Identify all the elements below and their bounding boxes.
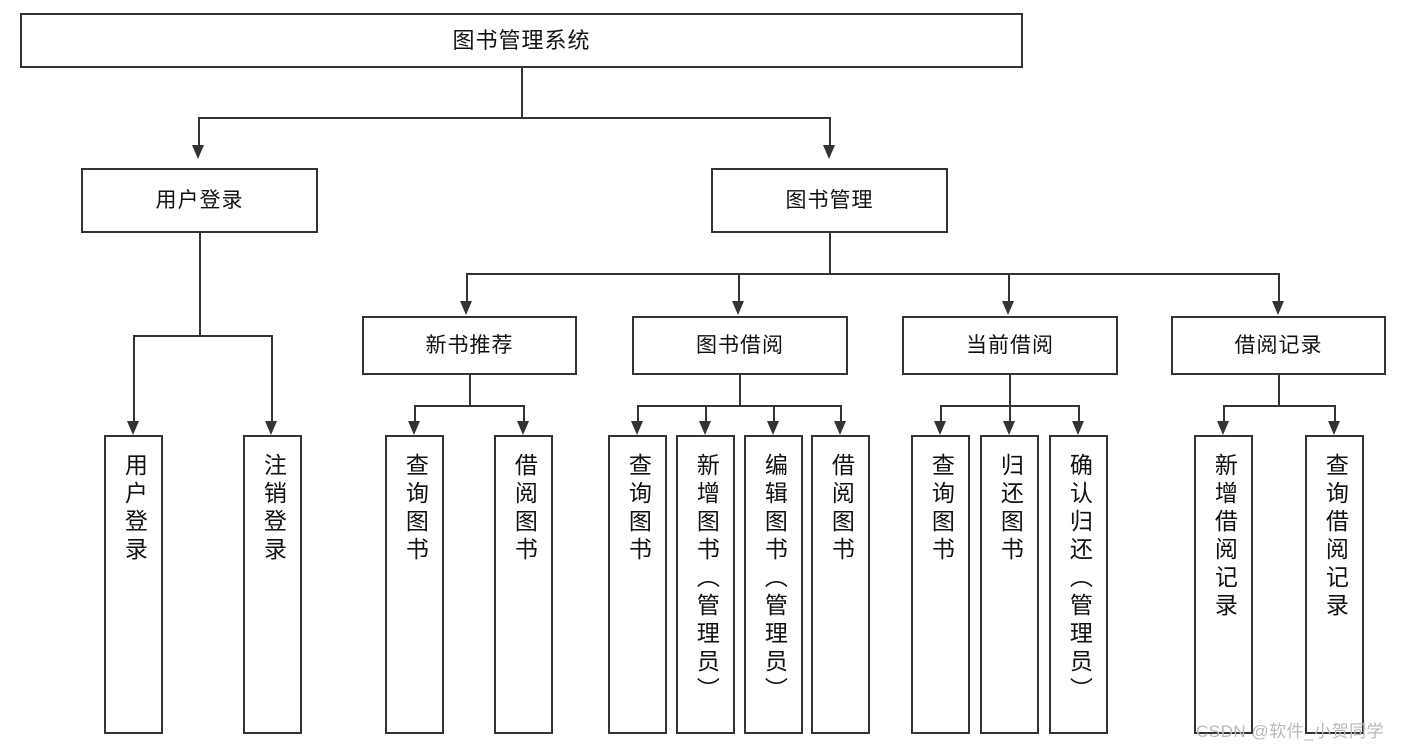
leaf-query-book-borrow[interactable]: 查询图书 xyxy=(608,435,667,734)
connector-current-borrow-drop-1 xyxy=(940,405,943,421)
node-label: 图书管理系统 xyxy=(452,27,591,53)
node-label: 借阅图书 xyxy=(828,453,855,565)
leaf-query-book-current[interactable]: 查询图书 xyxy=(911,435,970,734)
arrow-to-user-login-leaf xyxy=(127,421,139,435)
connector-current-borrow-stem xyxy=(1009,375,1012,407)
leaf-query-borrow-record[interactable]: 查询借阅记录 xyxy=(1305,435,1364,734)
arrow-to-book-management xyxy=(823,145,835,159)
node-label: 新增图书（管理员） xyxy=(693,453,720,705)
node-label: 编辑图书（管理员） xyxy=(761,453,788,705)
node-label: 图书借阅 xyxy=(696,334,784,357)
leaf-confirm-return-admin[interactable]: 确认归还（管理员） xyxy=(1049,435,1108,734)
connector-book-borrow-drop-1 xyxy=(637,405,640,421)
connector-current-borrow-drop-2 xyxy=(1009,405,1012,421)
arrow-to-new-book-recommend xyxy=(460,301,472,315)
connector-level3-drop-4 xyxy=(1278,273,1281,301)
connector-user-login-bus xyxy=(133,335,273,338)
leaf-logout[interactable]: 注销登录 xyxy=(243,435,302,734)
connector-book-borrow-stem xyxy=(739,375,742,407)
node-root-library-system[interactable]: 图书管理系统 xyxy=(20,13,1023,68)
connector-root-bus xyxy=(198,117,831,120)
arrow-to-query-borrow-record xyxy=(1328,421,1340,435)
node-label: 用户登录 xyxy=(121,453,148,565)
connector-book-borrow-drop-4 xyxy=(840,405,843,421)
arrow-to-current-borrow xyxy=(1002,301,1014,315)
connector-user-login-drop-1 xyxy=(133,335,136,421)
node-book-management[interactable]: 图书管理 xyxy=(711,168,948,233)
csdn-watermark: CSDN @软件_小贺同学 xyxy=(1196,722,1385,741)
arrow-to-query-book-2 xyxy=(631,421,643,435)
node-book-borrow[interactable]: 图书借阅 xyxy=(632,316,848,375)
node-label: 借阅图书 xyxy=(511,453,538,565)
leaf-borrow-book[interactable]: 借阅图书 xyxy=(811,435,870,734)
connector-book-borrow-bus xyxy=(637,405,842,408)
node-current-borrow[interactable]: 当前借阅 xyxy=(902,316,1118,375)
node-label: 借阅记录 xyxy=(1234,334,1323,357)
leaf-add-borrow-record[interactable]: 新增借阅记录 xyxy=(1194,435,1253,734)
connector-level3-drop-3 xyxy=(1008,273,1011,301)
arrow-to-logout-leaf xyxy=(265,421,277,435)
connector-book-borrow-drop-3 xyxy=(773,405,776,421)
arrow-to-borrow-record xyxy=(1272,301,1284,315)
connector-user-login-drop-2 xyxy=(271,335,274,421)
connector-new-book-drop-2 xyxy=(523,405,526,421)
arrow-to-return-book xyxy=(1003,421,1015,435)
connector-level3-drop-2 xyxy=(738,273,741,301)
node-label: 查询图书 xyxy=(625,453,652,565)
node-label: 用户登录 xyxy=(155,189,244,212)
connector-new-book-stem xyxy=(469,375,472,407)
arrow-to-borrow-book-1 xyxy=(517,421,529,435)
leaf-edit-book-admin[interactable]: 编辑图书（管理员） xyxy=(744,435,803,734)
node-label: 查询图书 xyxy=(402,453,429,565)
node-label: 确认归还（管理员） xyxy=(1066,453,1093,705)
leaf-add-book-admin[interactable]: 新增图书（管理员） xyxy=(676,435,735,734)
leaf-query-book-recommend[interactable]: 查询图书 xyxy=(385,435,444,734)
connector-borrow-record-drop-2 xyxy=(1334,405,1337,421)
connector-book-management-stem xyxy=(829,233,832,275)
arrow-to-edit-book xyxy=(767,421,779,435)
node-label: 当前借阅 xyxy=(966,334,1054,357)
connector-borrow-record-drop-1 xyxy=(1223,405,1226,421)
connector-level3-drop-1 xyxy=(466,273,469,301)
arrow-to-book-borrow xyxy=(732,301,744,315)
node-user-login[interactable]: 用户登录 xyxy=(81,168,318,233)
arrow-to-add-book xyxy=(699,421,711,435)
connector-new-book-bus xyxy=(414,405,525,408)
arrow-to-borrow-book-2 xyxy=(834,421,846,435)
node-label: 新书推荐 xyxy=(425,334,514,357)
connector-user-login-stem xyxy=(199,233,202,335)
arrow-to-add-borrow-record xyxy=(1217,421,1229,435)
leaf-borrow-book-recommend[interactable]: 借阅图书 xyxy=(494,435,553,734)
connector-book-borrow-drop-2 xyxy=(705,405,708,421)
node-borrow-record[interactable]: 借阅记录 xyxy=(1171,316,1386,375)
leaf-return-book[interactable]: 归还图书 xyxy=(980,435,1039,734)
arrow-to-confirm-return xyxy=(1072,421,1084,435)
node-label: 归还图书 xyxy=(997,453,1024,565)
node-label: 图书管理 xyxy=(785,189,874,212)
connector-root-drop-right xyxy=(829,117,832,145)
node-label: 查询借阅记录 xyxy=(1322,453,1349,621)
arrow-to-query-book-3 xyxy=(934,421,946,435)
node-new-book-recommend[interactable]: 新书推荐 xyxy=(362,316,577,375)
node-label: 注销登录 xyxy=(260,453,287,565)
arrow-to-query-book-1 xyxy=(408,421,420,435)
connector-root-stem xyxy=(521,68,524,119)
leaf-user-login[interactable]: 用户登录 xyxy=(104,435,163,734)
connector-new-book-drop-1 xyxy=(414,405,417,421)
connector-root-drop-left xyxy=(198,117,201,145)
node-label: 查询图书 xyxy=(928,453,955,565)
connector-borrow-record-stem xyxy=(1278,375,1281,407)
node-label: 新增借阅记录 xyxy=(1211,453,1238,621)
connector-current-borrow-drop-3 xyxy=(1078,405,1081,421)
arrow-to-user-login xyxy=(192,145,204,159)
connector-level3-bus xyxy=(466,273,1280,276)
connector-borrow-record-bus xyxy=(1223,405,1336,408)
